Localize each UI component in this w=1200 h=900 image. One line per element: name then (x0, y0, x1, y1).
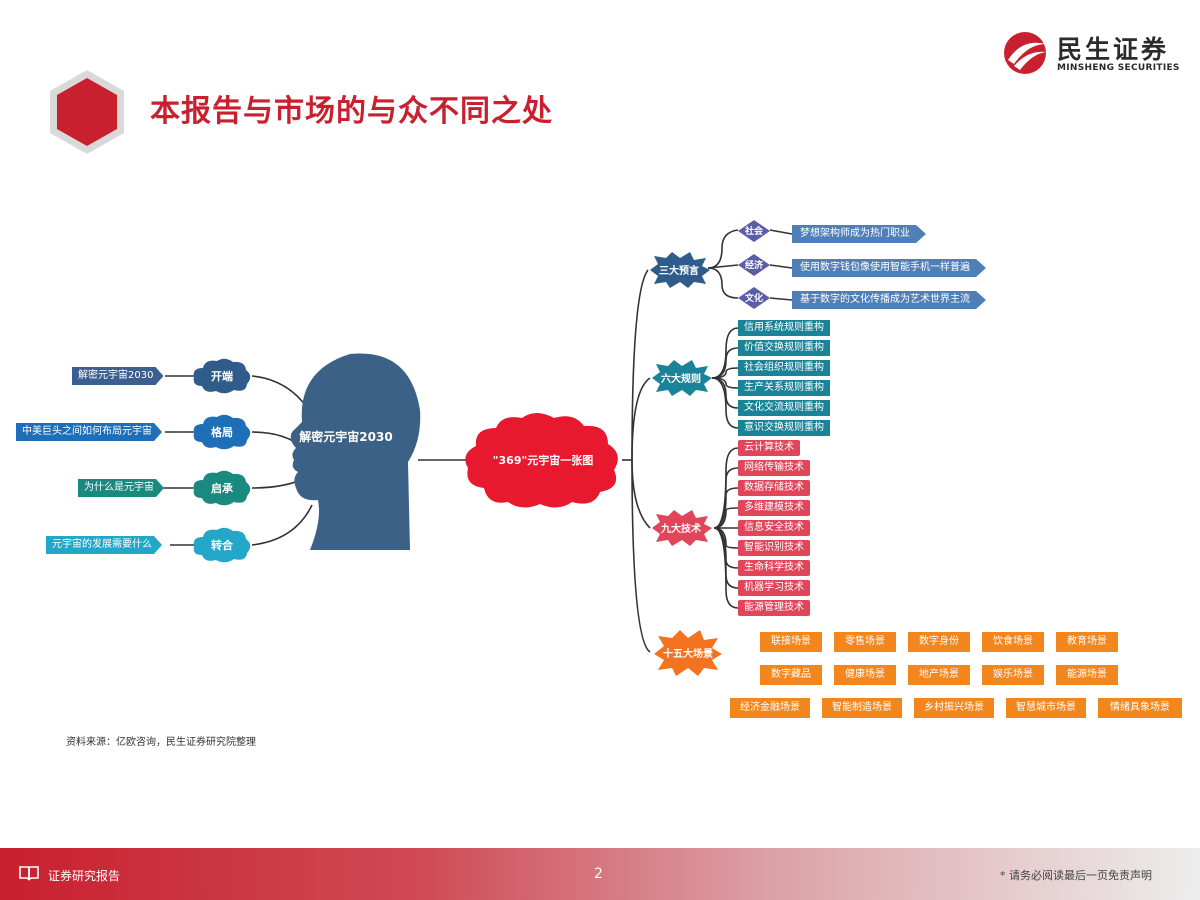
scene-tag: 能源场景 (1056, 665, 1118, 685)
tech-tag: 信息安全技术 (738, 520, 810, 536)
rule-tag: 价值交换规则重构 (738, 340, 830, 356)
prediction-tag-1: 梦想架构师成为热门职业 (792, 225, 926, 243)
book-icon (19, 866, 39, 881)
page-number: 2 (594, 866, 603, 882)
rule-tag: 文化交流规则重构 (738, 400, 830, 416)
tech-tag: 数据存储技术 (738, 480, 810, 496)
left-tag-geju: 中美巨头之间如何布局元宇宙 (16, 423, 162, 441)
source-note: 资料来源：亿欧咨询，民生证券研究院整理 (66, 737, 256, 748)
node-six-rules (652, 360, 712, 396)
node-label-kaiduan: 开端 (211, 370, 233, 383)
rule-tag: 信用系统规则重构 (738, 320, 830, 336)
footer-bar (0, 848, 1200, 900)
scene-tag: 联接场景 (760, 632, 822, 652)
nine-tech-label: 九大技术 (661, 524, 701, 535)
scene-tag: 教育场景 (1056, 632, 1118, 652)
head-label: 解密元宇宙2030 (299, 430, 393, 444)
category-diamond-society (738, 220, 770, 242)
scene-tag: 饮食场景 (982, 632, 1044, 652)
category-diamond-economy (738, 254, 770, 276)
tech-tag: 机器学习技术 (738, 580, 810, 596)
tech-tag: 智能识别技术 (738, 540, 810, 556)
header-hexagon-icon (50, 70, 124, 154)
cloud-node-geju (193, 414, 251, 450)
scene-tag: 数字身份 (908, 632, 970, 652)
scene-tag: 情绪具象场景 (1098, 698, 1182, 718)
scene-tag: 地产场景 (908, 665, 970, 685)
tech-tag: 多维建模技术 (738, 500, 810, 516)
disclaimer-note: * 请务必阅读最后一页免责声明 (1000, 869, 1152, 882)
scene-tag: 零售场景 (834, 632, 896, 652)
prediction-tag-2: 使用数字钱包像使用智能手机一样普遍 (792, 259, 986, 277)
node-nine-tech (652, 510, 712, 546)
category-economy-label: 经济 (744, 261, 763, 271)
tech-tag: 云计算技术 (738, 440, 800, 456)
center-label: "369"元宇宙一张图 (492, 454, 594, 467)
node-fifteen-scenes (654, 630, 722, 676)
left-tag-kaiduan: 解密元宇宙2030 (72, 367, 163, 385)
category-diamond-culture (738, 287, 770, 309)
cloud-node-zhuanhe (193, 527, 251, 563)
logo-text-en: MINSHENG SECURITIES (1057, 63, 1180, 73)
footer-report-label: 证券研究报告 (48, 869, 121, 883)
three-predictions-label: 三大预言 (659, 266, 699, 277)
left-tag-qicheng: 为什么是元宇宙 (78, 479, 164, 497)
scene-tag: 健康场景 (834, 665, 896, 685)
left-tag-zhuanhe: 元宇宙的发展需要什么 (46, 536, 162, 554)
node-three-predictions (650, 252, 710, 288)
minsheng-logo-icon (1004, 32, 1046, 74)
scene-tag: 数字藏品 (760, 665, 822, 685)
scene-tag: 智能制造场景 (822, 698, 902, 718)
category-culture-label: 文化 (744, 294, 763, 304)
scene-tag: 经济金融场景 (730, 698, 810, 718)
fifteen-scenes-label: 十五大场景 (663, 649, 713, 660)
six-rules-label: 六大规则 (661, 374, 701, 385)
prediction-tag-3: 基于数字的文化传播成为艺术世界主流 (792, 291, 986, 309)
tech-tag: 网络传输技术 (738, 460, 810, 476)
node-label-qicheng: 启承 (211, 482, 233, 495)
tech-tag: 能源管理技术 (738, 600, 810, 616)
center-cloud-node (465, 413, 618, 508)
rule-tag: 社会组织规则重构 (738, 360, 830, 376)
rule-tag: 意识交换规则重构 (738, 420, 830, 436)
cloud-node-kaiduan (193, 358, 251, 394)
head-silhouette-icon (290, 353, 421, 550)
page-title: 本报告与市场的与众不同之处 (150, 94, 553, 129)
rule-tag: 生产关系规则重构 (738, 380, 830, 396)
scene-tag: 智慧城市场景 (1006, 698, 1086, 718)
node-label-zhuanhe: 转合 (211, 539, 233, 552)
scene-tag: 娱乐场景 (982, 665, 1044, 685)
category-society-label: 社会 (744, 227, 763, 237)
node-label-geju: 格局 (211, 426, 233, 439)
tech-tag: 生命科学技术 (738, 560, 810, 576)
cloud-node-qicheng (193, 470, 251, 506)
logo-text-cn: 民生证券 (1057, 35, 1170, 64)
scene-tag: 乡村振兴场景 (914, 698, 994, 718)
